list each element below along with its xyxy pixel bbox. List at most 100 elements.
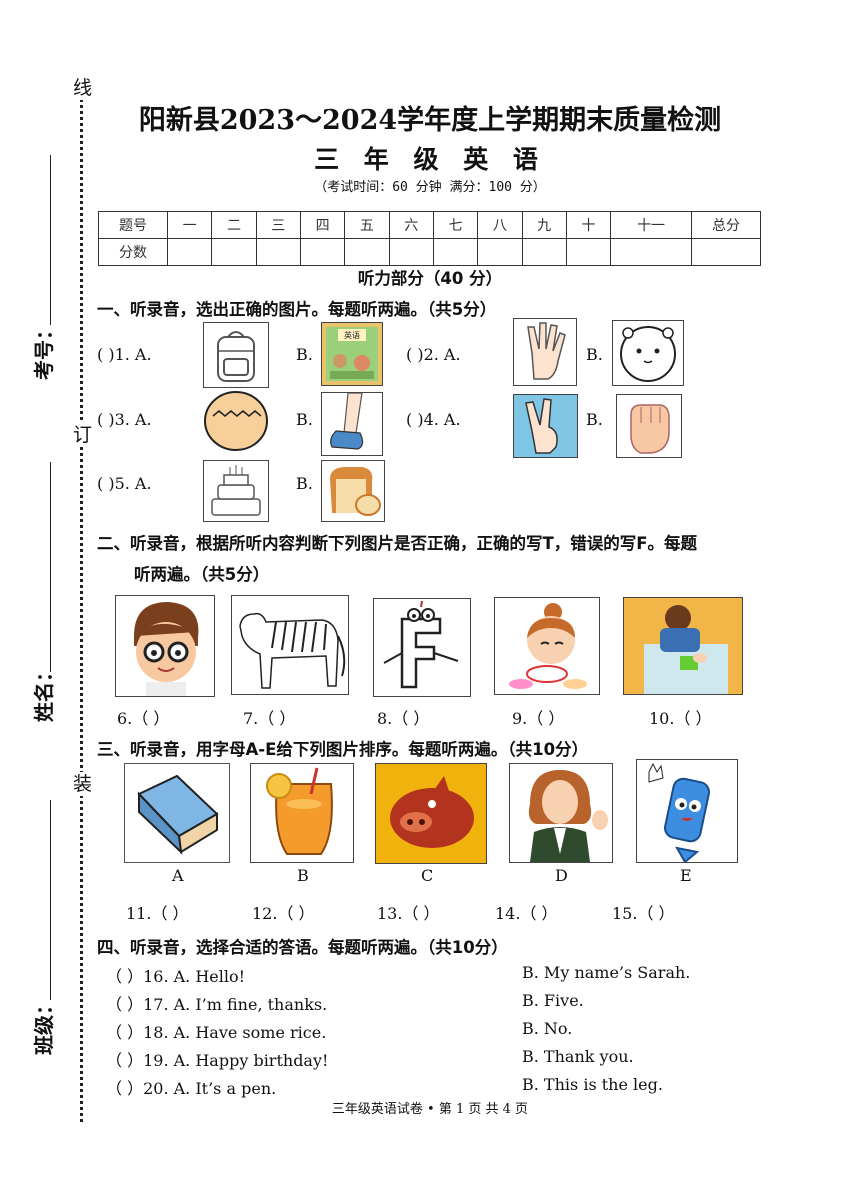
score-row-label: 分数: [98, 238, 168, 266]
q15-answer[interactable]: 15.（ ）: [612, 904, 675, 923]
score-input-cell[interactable]: [344, 238, 390, 266]
score-cell: 九: [521, 211, 567, 239]
section4-heading: 四、听录音，选择合适的答语。每题听两遍。（共10分）: [97, 938, 508, 957]
mark-ding: 订: [73, 423, 93, 447]
q16-option-b[interactable]: B. My name’s Sarah.: [522, 963, 691, 982]
birthday-cake-icon[interactable]: [203, 460, 269, 522]
q18-option-b[interactable]: B. No.: [522, 1019, 573, 1038]
section2-heading-line2: 听两遍。（共5分）: [134, 565, 270, 584]
teacher-icon[interactable]: [509, 763, 613, 863]
boy-glasses-icon[interactable]: [115, 595, 215, 697]
q1-b-label: B.: [296, 345, 313, 364]
q3-number: ( )3. A.: [97, 410, 152, 429]
backpack-icon[interactable]: [203, 322, 269, 388]
exam-info: （考试时间：60 分钟 满分：100 分）: [314, 180, 546, 195]
q2-number: ( )2. A.: [406, 345, 461, 364]
score-cell: 八: [477, 211, 523, 239]
score-input-cell[interactable]: [166, 238, 213, 266]
score-cell: 十一: [610, 211, 692, 239]
q5-b-label: B.: [296, 474, 313, 493]
section3-heading: 三、听录音，用字母A-E给下列图片排序。每题听两遍。（共10分）: [97, 740, 589, 759]
picture-letter-d: D: [555, 866, 568, 885]
score-cell: 三: [255, 211, 301, 239]
q10-answer[interactable]: 10.（ ）: [649, 709, 712, 728]
boy-desk-icon[interactable]: [623, 597, 743, 695]
q19-option-a[interactable]: （ ）19. A. Happy birthday!: [106, 1051, 329, 1070]
score-cell: 题号: [98, 211, 168, 239]
q20-option-b[interactable]: B. This is the leg.: [522, 1075, 663, 1094]
q19-option-b[interactable]: B. Thank you.: [522, 1047, 634, 1066]
name-line[interactable]: [50, 462, 51, 672]
exam-title: 阳新县2023～2024学年度上学期期末质量检测: [138, 105, 722, 136]
tiger-icon[interactable]: [231, 595, 349, 695]
q2-b-label: B.: [586, 345, 603, 364]
score-cell: 四: [299, 211, 346, 239]
q1-number: ( )1. A.: [97, 345, 152, 364]
q12-answer[interactable]: 12.（ ）: [252, 904, 315, 923]
score-input-cell[interactable]: [610, 238, 692, 266]
section1-heading: 一、听录音，选出正确的图片。每题听两遍。（共5分）: [97, 300, 497, 319]
egg-icon[interactable]: [203, 390, 269, 452]
score-table: 题号 一 二 三 四 五 六 七 八 九 十 十一 总分 分数: [98, 211, 761, 266]
q4-b-label: B.: [586, 410, 603, 429]
score-cell: 十: [565, 211, 612, 239]
score-cell: 五: [344, 211, 390, 239]
q14-answer[interactable]: 14.（ ）: [495, 904, 558, 923]
score-cell: 总分: [691, 211, 761, 239]
page-footer: 三年级英语试卷 • 第 1 页 共 4 页: [331, 1102, 529, 1117]
class-label: 班级：: [32, 995, 56, 1055]
q11-answer[interactable]: 11.（ ）: [126, 904, 189, 923]
q7-answer[interactable]: 7.（ ）: [243, 709, 296, 728]
q17-option-b[interactable]: B. Five.: [522, 991, 584, 1010]
score-input-cell[interactable]: [432, 238, 479, 266]
score-input-cell[interactable]: [211, 238, 257, 266]
exam-number-line[interactable]: [50, 155, 51, 325]
score-input-cell[interactable]: [521, 238, 567, 266]
crayon-icon[interactable]: [636, 759, 738, 863]
q8-answer[interactable]: 8.（ ）: [377, 709, 430, 728]
mark-xian: 线: [73, 76, 93, 100]
score-input-cell[interactable]: [388, 238, 434, 266]
face-icon[interactable]: [612, 320, 684, 386]
picture-letter-b: B: [297, 866, 309, 885]
class-line[interactable]: [50, 800, 51, 1000]
leg-foot-icon[interactable]: [321, 392, 383, 456]
fist-icon[interactable]: [616, 394, 682, 458]
pig-icon[interactable]: [375, 763, 487, 864]
q5-number: ( )5. A.: [97, 474, 152, 493]
binding-dotted-line: [80, 92, 83, 1122]
q20-option-a[interactable]: （ ）20. A. It’s a pen.: [106, 1079, 277, 1098]
picture-letter-e: E: [680, 866, 692, 885]
q16-option-a[interactable]: （ ）16. A. Hello!: [106, 967, 246, 986]
mark-zhuang: 装: [73, 772, 93, 796]
score-table-header-row: 题号 一 二 三 四 五 六 七 八 九 十 十一 总分: [98, 211, 761, 239]
score-cell: 七: [432, 211, 479, 239]
section2-heading-line1: 二、听录音，根据所听内容判断下列图片是否正确，正确的写T，错误的写F。每题: [97, 534, 698, 553]
score-input-cell[interactable]: [565, 238, 612, 266]
score-input-cell[interactable]: [477, 238, 523, 266]
q3-b-label: B.: [296, 410, 313, 429]
english-book-icon[interactable]: 英语: [321, 322, 383, 386]
book-cover-text: 英语: [344, 330, 360, 340]
exam-number-label: 考号：: [32, 320, 56, 380]
bread-icon[interactable]: [321, 460, 385, 522]
picture-letter-c: C: [421, 866, 434, 885]
name-label: 姓名：: [32, 662, 56, 722]
score-input-cell[interactable]: [255, 238, 301, 266]
eraser-icon[interactable]: [124, 763, 230, 863]
q6-answer[interactable]: 6.（ ）: [117, 709, 170, 728]
q9-answer[interactable]: 9.（ ）: [512, 709, 565, 728]
juice-icon[interactable]: [250, 763, 354, 863]
q13-answer[interactable]: 13.（ ）: [377, 904, 440, 923]
score-cell: 六: [388, 211, 434, 239]
hand-icon[interactable]: [513, 318, 577, 386]
girl-eating-icon[interactable]: [494, 597, 600, 695]
score-table-score-row: 分数: [98, 238, 761, 266]
score-input-cell[interactable]: [691, 238, 761, 266]
letter-f-icon[interactable]: [373, 598, 471, 697]
q4-number: ( )4. A.: [406, 410, 461, 429]
q18-option-a[interactable]: （ ）18. A. Have some rice.: [106, 1023, 327, 1042]
q17-option-a[interactable]: （ ）17. A. I’m fine, thanks.: [106, 995, 328, 1014]
score-input-cell[interactable]: [299, 238, 346, 266]
victory-hand-icon[interactable]: [513, 394, 578, 458]
